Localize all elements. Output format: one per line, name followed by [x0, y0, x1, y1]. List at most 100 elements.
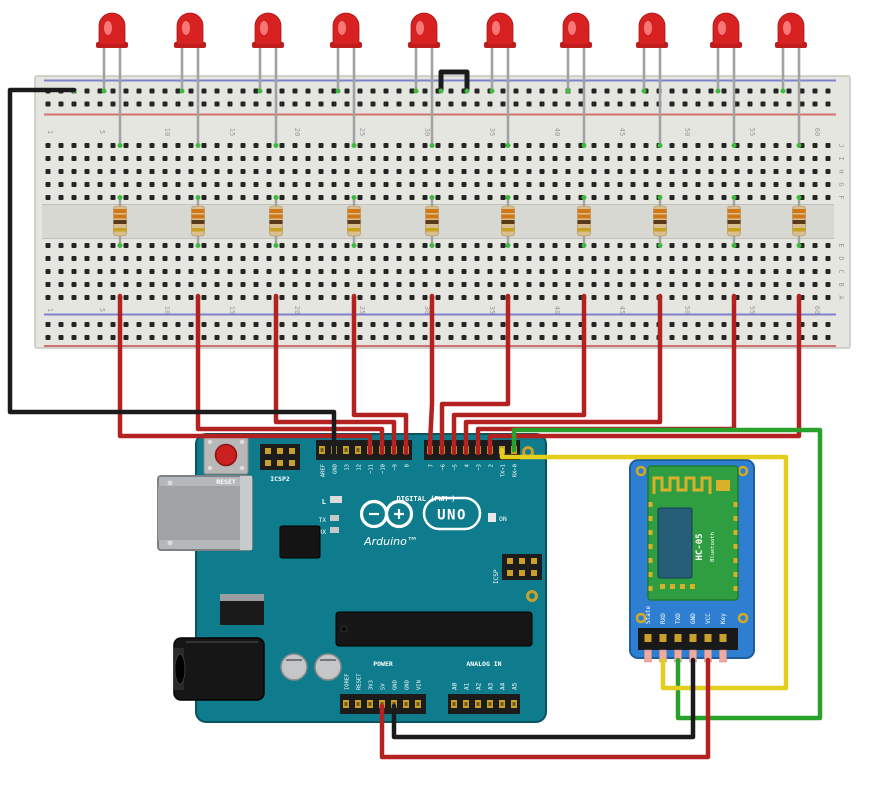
mcu-notch	[340, 625, 348, 633]
jumper-wire-red	[487, 293, 802, 456]
digital-pin-label: 4	[465, 463, 471, 467]
analog-group-label: ANALOG IN	[466, 660, 501, 668]
voltage-regulator	[220, 594, 264, 625]
row-label: E	[837, 243, 845, 247]
mcu-chip	[335, 611, 533, 647]
column-label: 50	[683, 128, 691, 136]
breadboard-holes-lower-bank	[42, 239, 832, 304]
digital-pin-label: ~10	[381, 464, 387, 474]
mounting-hole	[737, 612, 749, 624]
reset-label: RESET	[216, 478, 236, 486]
icsp-label: ICSP	[493, 569, 500, 584]
row-label: J	[837, 143, 845, 147]
bluetooth-type-label: Bluetooth	[710, 532, 716, 562]
power-pin-label: GND	[405, 680, 411, 690]
radio-shield	[657, 507, 693, 579]
digital-pin-label: ~3	[477, 464, 483, 471]
column-label: 60	[813, 128, 821, 136]
column-label: 55	[748, 128, 756, 136]
column-label: 15	[228, 128, 236, 136]
bt-pin-label: Key	[720, 613, 727, 624]
row-label: I	[837, 156, 845, 160]
digital-pin-label: 8	[405, 464, 411, 467]
led-l-label: L	[322, 498, 326, 506]
column-label: 30	[423, 306, 431, 314]
power-pin-label: 5V	[381, 683, 387, 690]
row-label: C	[837, 269, 845, 273]
column-label: 1	[46, 130, 54, 134]
mounting-hole	[635, 612, 647, 624]
column-label: 35	[488, 306, 496, 314]
usb-connector	[157, 475, 253, 551]
column-label: 50	[683, 306, 691, 314]
column-label: 40	[553, 306, 561, 314]
column-label: 45	[618, 128, 626, 136]
digital-pin-label: ~5	[453, 464, 459, 471]
power-pin-label: IOREF	[345, 673, 351, 690]
led-on	[488, 513, 496, 522]
led-rx	[330, 527, 339, 533]
column-label: 1	[46, 308, 54, 312]
uno-badge	[422, 496, 482, 531]
power-group-label: POWER	[373, 660, 393, 668]
column-label: 15	[228, 306, 236, 314]
analog-pin-label: A5	[512, 682, 519, 690]
capacitor	[280, 653, 308, 681]
jumper-wire-red-vcc	[379, 657, 711, 760]
power-pin-label: RESET	[357, 673, 363, 690]
led-tx	[330, 515, 339, 521]
led-on-label: ON	[499, 515, 507, 523]
column-label: 5	[98, 130, 106, 134]
row-label: B	[837, 282, 845, 286]
digital-pin-label: ~6	[441, 464, 447, 471]
jumper-wire-green-rx	[511, 427, 823, 721]
jumper-wire-red	[195, 293, 385, 456]
arduino-brand: Arduino™	[363, 535, 418, 548]
bt-pin-label: RXD	[660, 613, 667, 624]
icsp-header	[502, 554, 542, 580]
column-label: 55	[748, 306, 756, 314]
bt-pin-label: VCC	[705, 613, 712, 624]
digital-pin-label: 13	[345, 464, 351, 471]
led-rx-label: RX	[319, 529, 327, 536]
arduino-board: RESET ICSP2 AREF GND 13 12 ~11 ~10 ~9 8 …	[157, 433, 547, 723]
digital-pin-label: GND	[333, 464, 339, 474]
analog-pin-label: A0	[452, 682, 459, 690]
column-label: 25	[358, 306, 366, 314]
digital-pin-label: 2	[489, 464, 495, 467]
icsp2-label: ICSP2	[270, 475, 290, 483]
column-label: 45	[618, 306, 626, 314]
power-pin-label: VIN	[417, 680, 423, 690]
uno-label: UNO	[437, 508, 467, 524]
mounting-hole	[737, 465, 749, 477]
digital-header-right	[424, 440, 520, 460]
digital-header-left	[316, 440, 412, 460]
mounting-hole	[526, 590, 538, 602]
analog-header	[448, 694, 520, 714]
led-tx-label: TX	[319, 517, 327, 524]
jumper-wire-black-gnd	[391, 657, 696, 740]
antenna-pad	[716, 480, 730, 491]
column-label: 60	[813, 306, 821, 314]
bluetooth-module: HC-05 Bluetooth State RXD TXD GND VCC Ke…	[629, 459, 755, 663]
bluetooth-model-label: HC-05	[695, 533, 705, 560]
digital-pin-label: AREF	[321, 464, 327, 477]
column-label: 30	[423, 128, 431, 136]
power-pin-label: GND	[393, 680, 399, 690]
column-label: 20	[293, 128, 301, 136]
digital-pin-label: 12	[357, 464, 363, 471]
breadboard-holes-rail-bottom	[44, 318, 836, 344]
arduino-logo-icon	[359, 499, 414, 529]
bt-pin-label: GND	[690, 613, 697, 624]
column-label: 40	[553, 128, 561, 136]
digital-pin-label: ~9	[393, 464, 399, 471]
column-label: 35	[488, 128, 496, 136]
jumper-wire-black-ground	[7, 87, 337, 456]
digital-group-label: DIGITAL (PWM~)	[396, 495, 455, 503]
digital-pin-label: TX→1	[501, 464, 507, 477]
jumper-wire-red	[451, 293, 587, 456]
column-label: 5	[98, 308, 106, 312]
analog-pin-label: A2	[476, 682, 483, 690]
usb-controller-chip	[279, 525, 321, 559]
